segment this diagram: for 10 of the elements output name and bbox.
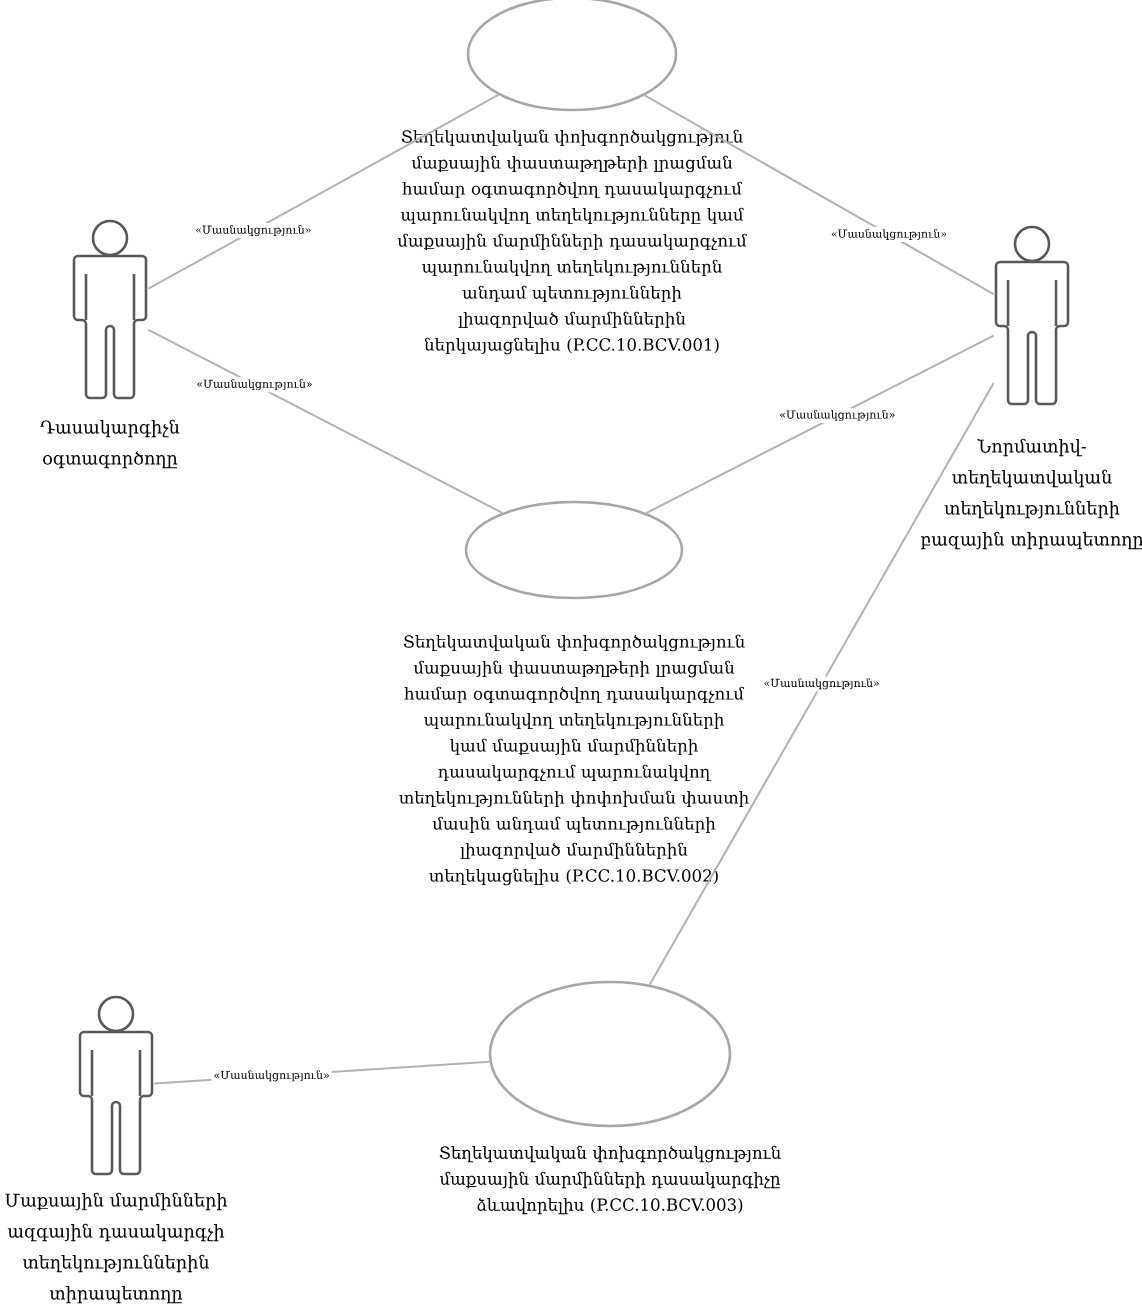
association-line: [147, 328, 504, 514]
actor-label: Մաքսային մարմինների ազգային դասակարգչի տեղեկություններին տիրապետողը: [5, 1192, 228, 1304]
association-line: [147, 93, 500, 290]
use-case-text: Տեղեկատվական փոխգործակցություն մաքսային փաստաթղթերի լրացման համար օգտագործվող դասակարգչում պարունակվող տեղեկությունների կամ մաքսային մարմինների դասակարգչում պարունակվող տեղեկությունների փոփոխման փաստի մասին անդամ պետությունների լիազորված մարմիններին տեղեկացնելիս (P.CC.10.BCV.002): [399, 634, 749, 886]
association-line: [643, 94, 995, 296]
use-case-text: Տեղեկատվական փոխգործակցություն մաքսային փաստաթղթերի լրացման համար օգտագործվող դասակարգչում պարունակվող տեղեկությունները կամ մաքսային մարմինների դասակարգչում պարունակվող տեղեկություններն անդամ պետությունների լիազորված մարմիններին ներկայացնելիս (P.CC.10.BCV.001): [397, 129, 747, 355]
use-case-text: Տեղեկատվական փոխգործակցություն մաքսային մարմինների դասակարգիչը ձևավորելիս (P.CC.10.BCV.003): [439, 1145, 781, 1215]
actor-label: Դասակարգիչն օգտագործողը: [40, 419, 180, 469]
association-line: [645, 334, 995, 515]
association-line: [648, 382, 995, 986]
